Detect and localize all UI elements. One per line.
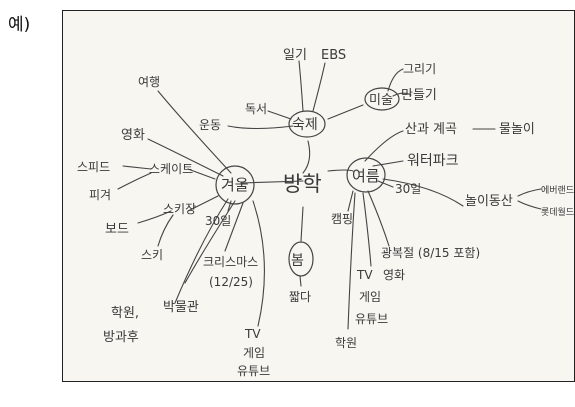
- edge-winter-skate: [187, 168, 216, 180]
- winter-skate: 스케이트: [149, 162, 193, 176]
- winter-media-1: TV: [244, 327, 261, 341]
- summer-circle: [346, 157, 386, 193]
- homework-circle: [288, 110, 326, 138]
- summer-valley: 산과 계곡: [405, 122, 457, 137]
- edge-summer-camping: [347, 190, 354, 212]
- art-make: 만들기: [401, 88, 437, 103]
- hub-art: 미술: [369, 93, 393, 108]
- winter-media-2: 게임: [243, 346, 265, 360]
- edge-summer-liberation: [367, 190, 390, 247]
- hub-winter: 겨울: [221, 176, 249, 194]
- edge-center-summer: [327, 169, 354, 172]
- edge-summer-days: [377, 180, 394, 188]
- summer-amusement: 놀이동산: [465, 194, 513, 209]
- edge-summer-media: [362, 192, 372, 267]
- homework-ebs: EBS: [321, 48, 346, 63]
- center-label: 방학: [283, 172, 322, 196]
- edge-winter-christmas: [224, 202, 244, 252]
- summer-everland: 에버랜드: [541, 185, 574, 196]
- edge-winter-trip: [157, 90, 232, 174]
- hub-spring: 봄: [291, 253, 304, 269]
- edge-summer-academy: [347, 192, 356, 330]
- winter-movie: 영화: [121, 128, 145, 143]
- winter-christmas-1: 크리스마스: [203, 255, 258, 269]
- summer-lotteworld: 롯데월드: [541, 206, 574, 218]
- homework-reading: 독서: [245, 102, 267, 116]
- edge-amusement-everland: [517, 188, 542, 197]
- hub-homework: 숙제: [292, 117, 318, 133]
- winter-circle: [215, 165, 255, 205]
- winter-trip: 여행: [138, 74, 160, 89]
- winter-board: 보드: [105, 222, 129, 237]
- winter-media-3: 유튜브: [237, 364, 270, 378]
- edge-summer-waterpark: [372, 160, 404, 167]
- winter-days: 30일: [205, 214, 231, 228]
- winter-ski: 스키: [141, 248, 163, 262]
- edge-winter-movie: [147, 138, 224, 177]
- edge-center-winter: [240, 180, 304, 184]
- edge-winter-museum: [184, 200, 236, 284]
- edge-homework-reading: [267, 110, 292, 120]
- summer-movie: 영화: [383, 268, 405, 282]
- edge-amusement-lotte: [517, 200, 542, 210]
- spring-short: 짧다: [289, 290, 311, 304]
- edge-art-make: [392, 92, 412, 97]
- edge-sled-board: [137, 210, 172, 224]
- mind-map-diagram: 방학 겨울 숙제 미술 여름 봄 여행 영화 스케이트 스피드 피겨 스키장 보…: [77, 48, 574, 378]
- summer-days: 30일: [395, 182, 421, 196]
- winter-speed: 스피드: [77, 160, 110, 174]
- summer-tv: TV: [356, 268, 373, 282]
- edge-winter-media: [252, 200, 265, 327]
- homework-diary: 일기: [283, 48, 307, 63]
- summer-game: 게임: [359, 290, 381, 304]
- example-label: 예): [8, 15, 31, 35]
- edge-winter-sled: [187, 195, 219, 212]
- edge-winter-days: [227, 200, 232, 212]
- homework-exercise: 운동: [199, 118, 221, 132]
- edge-skate-figure: [117, 172, 152, 190]
- edge-spring-short: [299, 275, 302, 287]
- summer-camping: 캠핑: [331, 212, 353, 226]
- edge-summer-valley: [364, 130, 404, 162]
- edge-summer-amusement: [382, 178, 464, 207]
- edge-center-spring: [300, 206, 304, 242]
- edge-art-draw: [387, 68, 404, 92]
- edge-winter-academy: [174, 198, 229, 304]
- summer-youtube: 유튜브: [355, 312, 388, 326]
- winter-sled: 스키장: [163, 202, 196, 216]
- edge-center-homework: [302, 140, 311, 174]
- winter-figure: 피겨: [89, 188, 111, 202]
- edge-homework-diary: [298, 60, 304, 112]
- edge-homework-art: [327, 104, 364, 120]
- art-draw: 그리기: [403, 62, 436, 76]
- winter-christmas-2: (12/25): [209, 275, 253, 289]
- art-circle: [364, 87, 400, 111]
- winter-museum: 박물관: [163, 300, 199, 315]
- winter-academy-2: 방과후: [103, 330, 139, 345]
- spring-circle: [288, 241, 314, 277]
- summer-water-play: 물놀이: [499, 122, 535, 137]
- edge-skate-speed: [122, 165, 152, 170]
- summer-waterpark: 워터파크: [407, 153, 459, 169]
- summer-liberation: 광복절 (8/15 포함): [381, 246, 480, 260]
- edge-homework-ebs: [312, 62, 326, 112]
- mind-map-paper: 방학 겨울 숙제 미술 여름 봄 여행 영화 스케이트 스피드 피겨 스키장 보…: [62, 10, 575, 382]
- edge-homework-exercise: [227, 125, 294, 130]
- hub-summer: 여름: [352, 167, 380, 185]
- winter-academy-1: 학원,: [111, 306, 139, 321]
- edge-sled-ski: [157, 214, 174, 247]
- summer-academy: 학원: [335, 336, 357, 350]
